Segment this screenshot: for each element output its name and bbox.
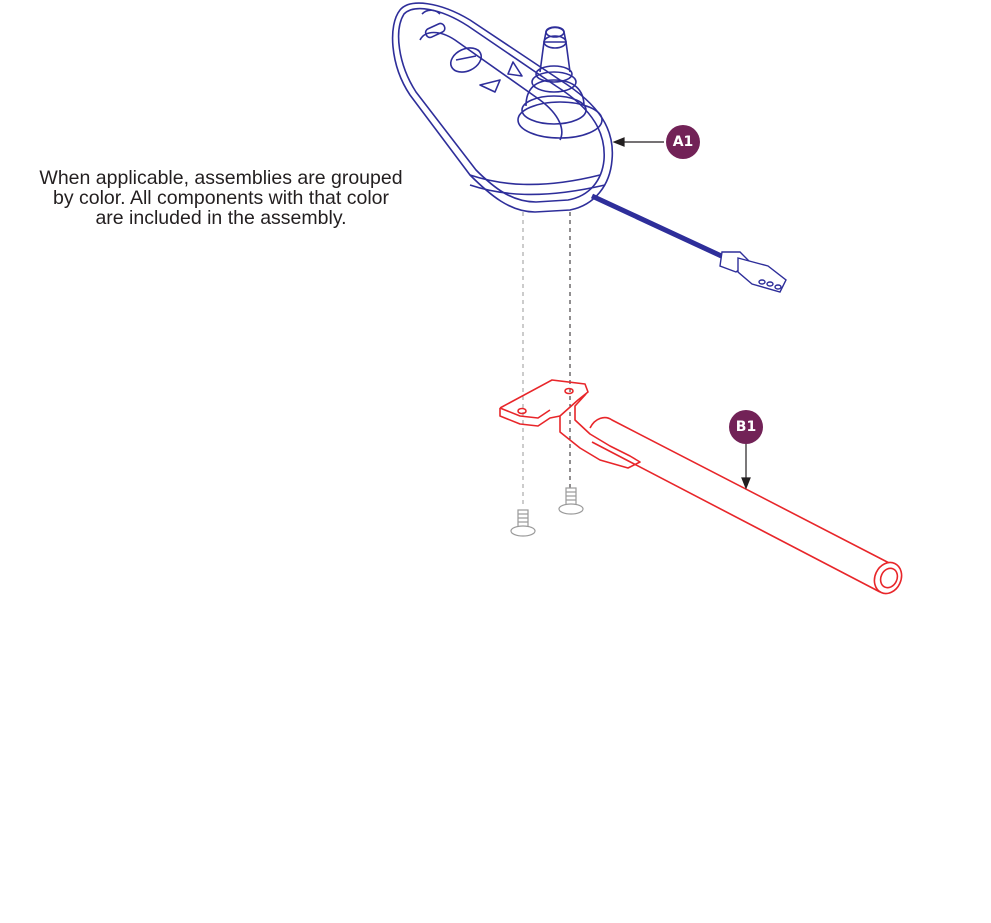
- screws: [510, 487, 584, 537]
- note-line-3: are included in the assembly.: [95, 207, 347, 229]
- callout-b1: B1: [729, 410, 763, 444]
- callout-leaders: [612, 137, 751, 490]
- callout-b1-label: B1: [735, 419, 757, 435]
- mounting-bracket: [499, 379, 903, 595]
- callout-a1-label: A1: [672, 134, 694, 150]
- controller-cable: [590, 193, 787, 293]
- screw-2: [558, 487, 584, 515]
- assembly-color-note: When applicable, assemblies are grouped …: [6, 168, 436, 228]
- alignment-guides: [522, 212, 571, 505]
- note-line-2: by color. All components with that color: [52, 187, 389, 209]
- screw-1: [510, 509, 536, 537]
- note-line-1: When applicable, assemblies are grouped: [39, 167, 403, 189]
- callout-a1: A1: [666, 125, 700, 159]
- joystick-controller: [391, 2, 614, 213]
